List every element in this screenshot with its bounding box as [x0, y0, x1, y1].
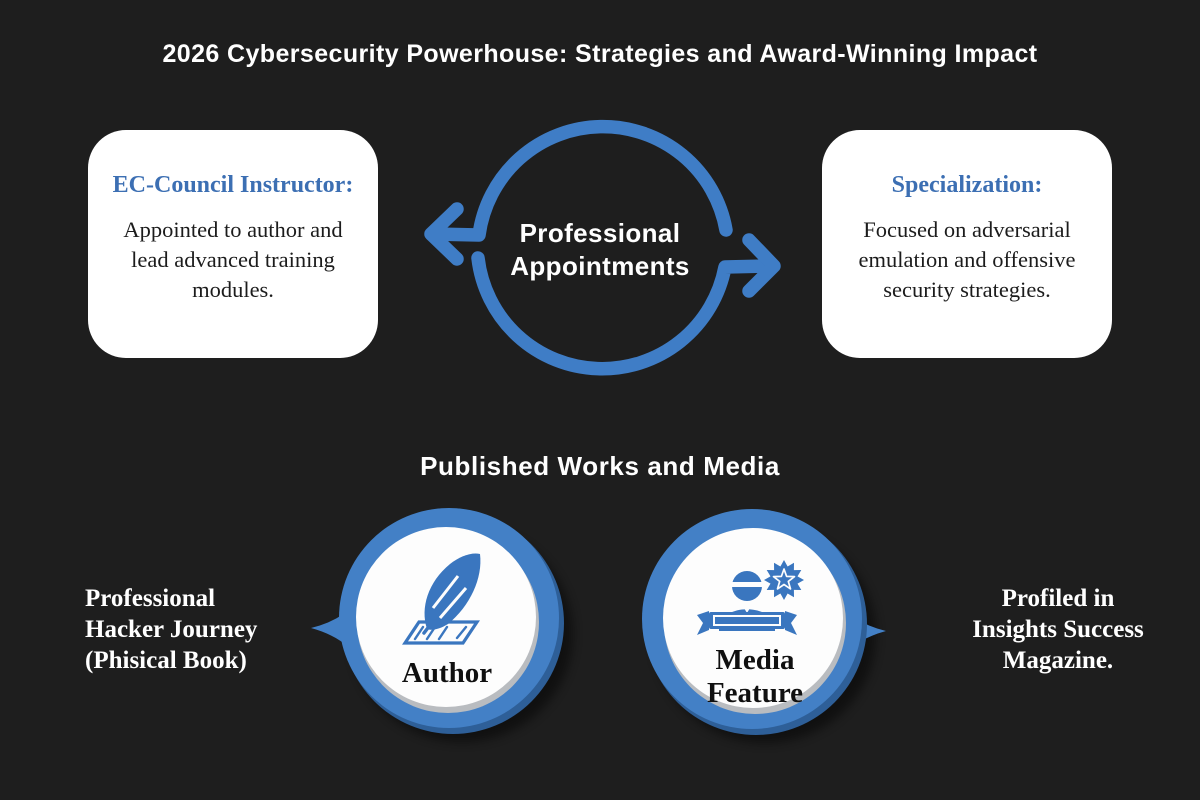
media-label-line1: Media [715, 644, 795, 676]
published-works-heading: Published Works and Media [420, 451, 780, 481]
ec-council-card: EC-Council Instructor: Appointed to auth… [88, 130, 378, 358]
author-side-note: Professional Hacker Journey (Phisical Bo… [85, 583, 295, 676]
professional-appointments-label: Professional Appointments [460, 217, 740, 283]
specialization-card-heading: Specialization: [891, 172, 1043, 198]
arrow-left-head-icon [424, 202, 464, 266]
cycle-arrows-icon [424, 119, 781, 376]
cycle-bottom-arc-right-arrow [471, 251, 774, 376]
cycle-label-line2: Appointments [510, 251, 690, 281]
person-award-ribbon-icon [697, 560, 804, 635]
quill-pen-icon [402, 553, 481, 645]
author-label: Author [401, 657, 493, 689]
author-badge [311, 508, 573, 742]
author-note-line1: Professional [85, 585, 216, 612]
arrow-right-head-icon [742, 233, 781, 298]
media-note-line3: Magazine. [1002, 647, 1114, 674]
cycle-label-line1: Professional [519, 218, 681, 248]
media-feature-badge [642, 509, 886, 743]
ec-council-card-body: Appointed to author and lead advanced tr… [123, 217, 343, 302]
specialization-card: Specialization: Focused on adversarial e… [822, 130, 1112, 358]
media-side-note: Profiled in Insights Success Magazine. [950, 583, 1166, 676]
media-label-line2: Feature [706, 677, 804, 709]
specialization-card-body: Focused on adversarial emulation and off… [858, 217, 1076, 302]
media-feature-label: Media Feature [673, 644, 837, 710]
media-note-line1: Profiled in [1001, 585, 1115, 612]
cycle-top-arc-left-arrow [426, 119, 733, 242]
ec-council-card-heading: EC-Council Instructor: [112, 172, 354, 198]
media-note-line2: Insights Success [972, 616, 1144, 643]
author-note-line2: Hacker Journey [85, 616, 258, 643]
page-title: 2026 Cybersecurity Powerhouse: Strategie… [162, 40, 1038, 68]
author-note-line3: (Phisical Book) [85, 647, 247, 674]
